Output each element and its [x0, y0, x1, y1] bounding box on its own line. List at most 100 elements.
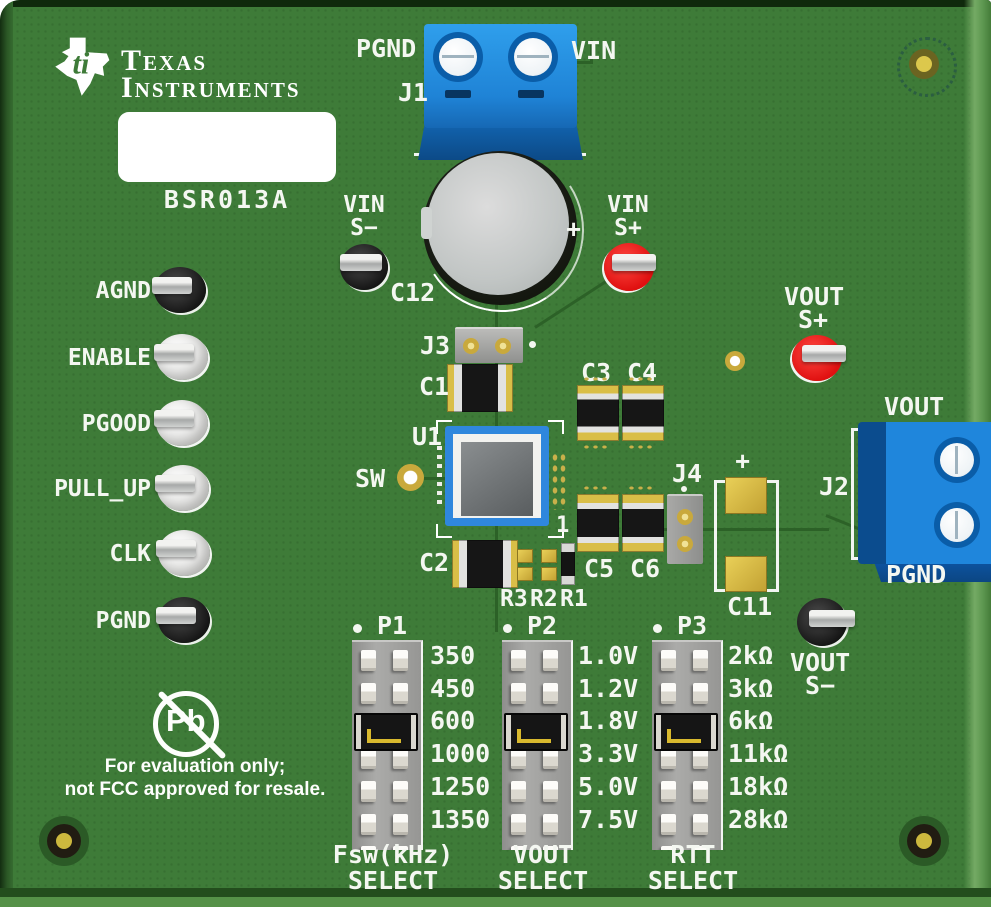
- board-id-label: BSR013A: [163, 185, 291, 214]
- test-point-cap: [154, 344, 194, 361]
- screw-slot: [442, 55, 474, 58]
- mounting-hole-center: [56, 833, 72, 849]
- p2-title-line1: VOUT: [512, 840, 574, 869]
- tp-clk-label: CLK: [109, 541, 151, 567]
- p2-option: 1.8V: [578, 706, 639, 736]
- r1-ref: R1: [560, 586, 588, 612]
- r2-pad: [541, 567, 557, 581]
- p1-option: 1000: [430, 739, 491, 769]
- copper-trace: [590, 40, 593, 64]
- jumper-shunt: [354, 713, 418, 751]
- svg-text:ti: ti: [72, 46, 89, 80]
- j3-ref: J3: [420, 331, 451, 360]
- screw-slot: [517, 55, 549, 58]
- p3-option: 28kΩ: [728, 804, 789, 834]
- p1-title-line2: SELECT: [347, 866, 439, 895]
- p3-option: 11kΩ: [728, 739, 789, 769]
- mounting-hole-center: [916, 56, 932, 72]
- c4-capacitor: [622, 385, 664, 441]
- via-pad: [725, 351, 745, 371]
- board-edge-bottom: [0, 888, 991, 897]
- tp-pgnd-label: PGND: [95, 608, 151, 634]
- via-dots: [582, 444, 609, 450]
- j2-silk-tick: [851, 557, 863, 560]
- vin-s-minus-label2: S−: [350, 215, 378, 241]
- r1-resistor: [561, 543, 575, 585]
- r3-ref: R3: [500, 586, 528, 612]
- header-pin: [543, 846, 558, 850]
- tp-agnd: [152, 267, 206, 313]
- board-edge-bottom2: [0, 897, 991, 907]
- header-pin: [393, 682, 408, 704]
- header-pin: [393, 748, 408, 770]
- j2-terminal-block: [858, 422, 991, 564]
- j4-ref: J4: [672, 459, 703, 488]
- header-pin: [661, 650, 676, 671]
- p2-title-line2: SELECT: [497, 866, 589, 895]
- c11-silk-bracket-left: [714, 480, 729, 592]
- test-point-cap: [340, 254, 382, 271]
- c2-ref: C2: [419, 548, 450, 577]
- header-pin: [693, 682, 708, 704]
- header-pin: [511, 748, 526, 770]
- p1-title: Fsw(kHz) SELECT: [328, 842, 458, 894]
- u1-ref: U1: [412, 422, 443, 451]
- j2-screw-1: [934, 437, 980, 483]
- c12-ref: C12: [390, 278, 436, 307]
- pb-free-icon: [153, 691, 219, 757]
- header-pin: [361, 846, 376, 850]
- test-point-cap: [156, 607, 196, 624]
- screw-slot: [955, 446, 958, 474]
- c11-pad-bottom: [725, 556, 767, 592]
- vout-s-plus-label2: S+: [797, 305, 829, 334]
- header-pin: [511, 813, 526, 835]
- p1-option: 350: [430, 641, 476, 670]
- j4-pin-hole: [677, 509, 693, 525]
- c12-notch: [421, 207, 432, 239]
- header-pin: [661, 846, 676, 850]
- p3-title: RTT SELECT: [626, 842, 760, 894]
- p3-option: 3kΩ: [728, 673, 774, 703]
- p2-option: 1.2V: [578, 673, 639, 703]
- header-pin: [361, 780, 376, 802]
- c4-ref: C4: [627, 358, 658, 387]
- p1-option: 450: [430, 673, 476, 703]
- header-pin: [543, 780, 558, 802]
- p2-options: 1.0V 1.2V 1.8V 3.3V 5.0V 7.5V: [578, 640, 698, 836]
- header-pin: [361, 650, 376, 671]
- p3-option: 2kΩ: [728, 641, 774, 670]
- vout-s-plus-test-point: [792, 335, 846, 381]
- via-dots: [627, 444, 654, 450]
- header-pin: [693, 846, 708, 850]
- p3-title-line2: SELECT: [647, 866, 739, 895]
- j2-ref: J2: [819, 472, 850, 501]
- p1-options: 350 450 600 1000 1250 1350: [430, 640, 550, 836]
- p1-silk-dot: [353, 624, 362, 633]
- header-pin: [543, 748, 558, 770]
- vout-s-minus-label2: S−: [804, 671, 836, 700]
- mounting-hole-center: [916, 833, 932, 849]
- j3-via-dot: [529, 341, 536, 348]
- j2-vout-label: VOUT: [884, 392, 945, 421]
- jumper-shunt: [654, 713, 718, 751]
- r2-pad: [541, 549, 557, 563]
- p2-title: VOUT SELECT: [478, 842, 608, 894]
- header-pin: [693, 813, 708, 835]
- header-pin: [543, 682, 558, 704]
- screw-head: [940, 443, 974, 477]
- brand-line2: Instruments: [121, 71, 301, 104]
- r2-ref: R2: [530, 586, 558, 612]
- screw-head: [439, 38, 477, 76]
- c1-capacitor: [447, 364, 513, 412]
- test-point-cap: [809, 610, 855, 627]
- vout-s-plus-label1: VOUT: [784, 282, 845, 311]
- j3-pin-hole: [495, 338, 511, 354]
- p2-ref: P2: [527, 611, 558, 640]
- via-dots: [627, 376, 654, 382]
- p1-ref: P1: [377, 611, 408, 640]
- copper-trace: [653, 528, 829, 531]
- screw-slot: [955, 511, 958, 539]
- screw-head: [940, 508, 974, 542]
- tp-pull-up: [155, 465, 209, 511]
